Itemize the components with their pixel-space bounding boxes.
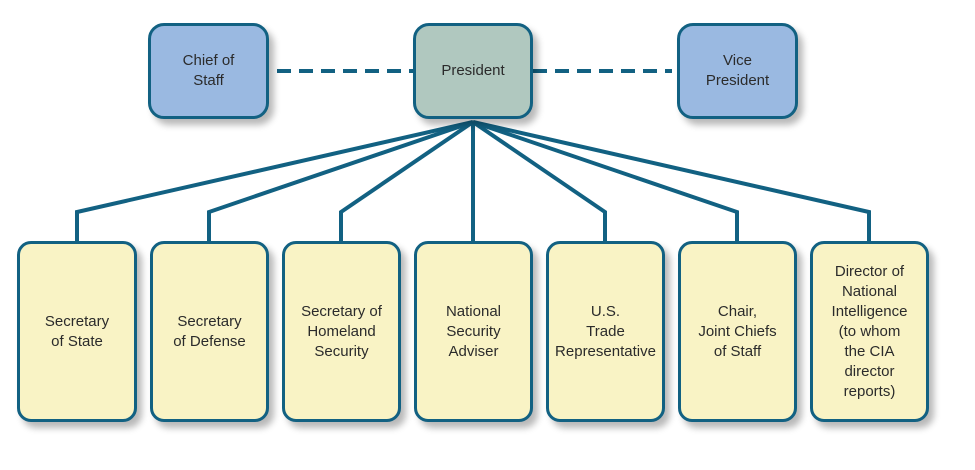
vice-president-box: Vice President [677, 23, 798, 119]
secretary-of-state-box: Secretary of State [17, 241, 137, 422]
vice-president-label: Vice President [705, 52, 770, 89]
secretary-of-homeland-security-label: Secretary of Homeland Security [301, 302, 382, 360]
chief-of-staff-box: Chief of Staff [148, 23, 269, 119]
president-label: President [441, 62, 505, 79]
connector-director-national-intelligence [472, 120, 871, 241]
connector-secretary-of-defense [207, 120, 474, 241]
secretary-of-homeland-security-box: Secretary of Homeland Security [282, 241, 401, 422]
fanout-connectors [75, 120, 871, 241]
director-national-intelligence-box: Director of National Intelligence (to wh… [810, 241, 929, 422]
director-national-intelligence-label: Director of National Intelligence (to wh… [831, 262, 908, 400]
us-trade-representative-box: U.S. Trade Representative [546, 241, 665, 422]
connector-us-trade-representative [471, 120, 607, 241]
us-trade-representative-label: U.S. Trade Representative [555, 302, 656, 360]
secretary-of-state-label: Secretary of State [44, 312, 110, 350]
connector-secretary-of-homeland-security [339, 120, 475, 241]
connector-chair-joint-chiefs [472, 120, 739, 241]
secretary-of-defense-label: Secretary of Defense [173, 312, 246, 350]
connector-secretary-of-state [75, 120, 474, 241]
chair-joint-chiefs-box: Chair, Joint Chiefs of Staff [678, 241, 797, 422]
president-box: President [413, 23, 533, 119]
secretary-of-defense-box: Secretary of Defense [150, 241, 269, 422]
national-security-adviser-label: National Security Adviser [445, 302, 502, 360]
national-security-adviser-box: National Security Adviser [414, 241, 533, 422]
chair-joint-chiefs-label: Chair, Joint Chiefs of Staff [698, 302, 777, 360]
chief-of-staff-label: Chief of Staff [182, 52, 235, 89]
